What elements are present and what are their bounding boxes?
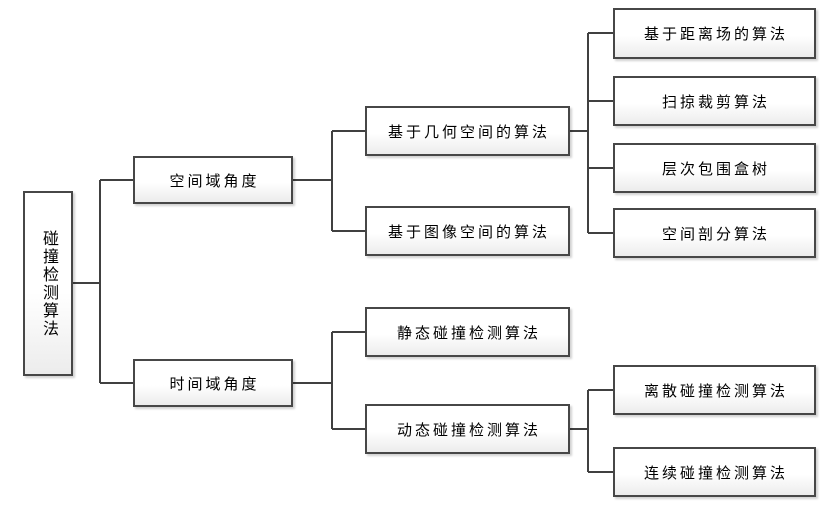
node-label: 基于距离场的算法	[643, 26, 788, 43]
node-label: 碰撞检测算法	[40, 229, 57, 338]
node-label: 静态碰撞检测算法	[396, 324, 541, 342]
node-label: 基于几何空间的算法	[387, 123, 550, 141]
edge-path	[73, 32, 613, 473]
node-sweep-prune-algorithm: 扫掠裁剪算法	[613, 76, 816, 126]
node-space-partition-algorithm: 空间剖分算法	[613, 208, 816, 258]
node-label: 离散碰撞检测算法	[643, 382, 788, 400]
node-bounding-volume-hierarchy-tree: 层次包围盒树	[613, 143, 816, 193]
node-dynamic-collision-detection: 动态碰撞检测算法	[365, 404, 570, 454]
node-label: 层次包围盒树	[661, 160, 770, 178]
node-label: 连续碰撞检测算法	[643, 464, 788, 482]
node-geometry-space-algorithm: 基于几何空间的算法	[365, 106, 570, 156]
node-label: 基于图像空间的算法	[387, 223, 550, 241]
node-collision-detection-root: 碰撞检测算法	[23, 191, 73, 376]
node-label: 扫掠裁剪算法	[661, 93, 770, 111]
node-time-domain: 时间域角度	[133, 359, 293, 407]
node-static-collision-detection: 静态碰撞检测算法	[365, 307, 570, 357]
node-image-space-algorithm: 基于图像空间的算法	[365, 206, 570, 256]
node-discrete-collision-detection: 离散碰撞检测算法	[613, 365, 816, 415]
node-continuous-collision-detection: 连续碰撞检测算法	[613, 447, 816, 497]
node-spatial-domain: 空间域角度	[133, 156, 293, 204]
node-label: 空间域角度	[169, 172, 260, 190]
node-label: 时间域角度	[169, 375, 260, 393]
node-label: 动态碰撞检测算法	[396, 421, 541, 439]
node-distance-field-algorithm: 基于距离场的算法	[613, 8, 816, 59]
node-label: 空间剖分算法	[661, 225, 770, 243]
